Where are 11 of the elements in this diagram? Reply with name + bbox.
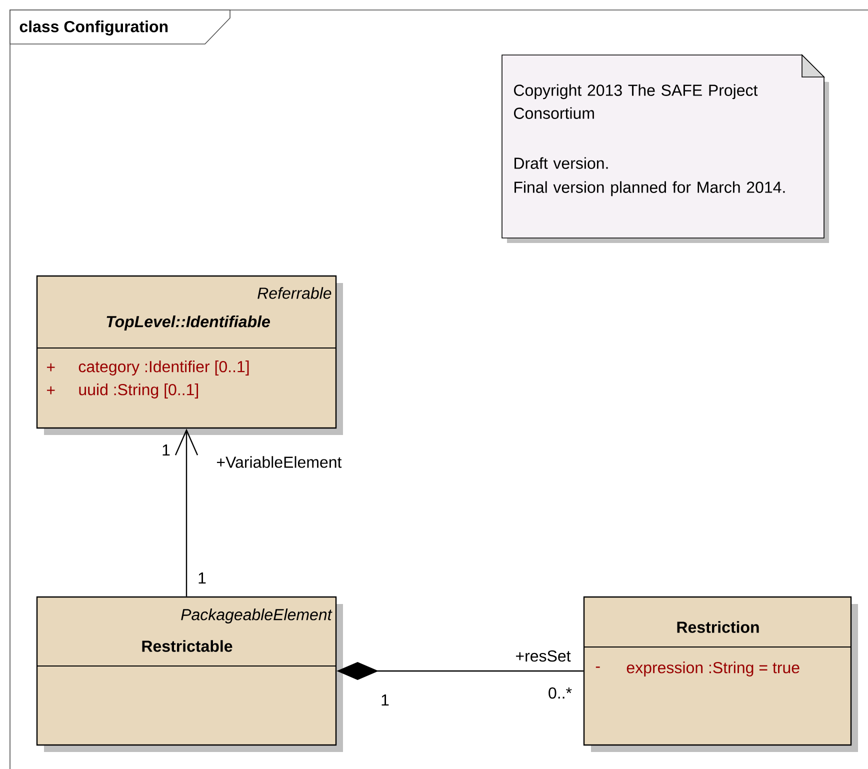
multiplicity-label: 1 [198, 572, 206, 584]
multiplicity-label: 0..* [548, 687, 572, 699]
association-line [174, 428, 198, 596]
class-box: PackageableElement Restrictable [36, 596, 343, 752]
role-label: +VariableElement [215, 455, 343, 469]
class-box: Restriction - expression :String = true [583, 596, 858, 752]
class-box: Referrable TopLevel::Identifiable + category :Identifier [0..1] + uuid :String [0..1] [36, 275, 343, 435]
multiplicity-label: 1 [162, 444, 170, 456]
frame-tab: class Configuration [10, 10, 230, 44]
role-label: +resSet [514, 649, 572, 663]
multiplicity-label: 1 [382, 694, 389, 706]
